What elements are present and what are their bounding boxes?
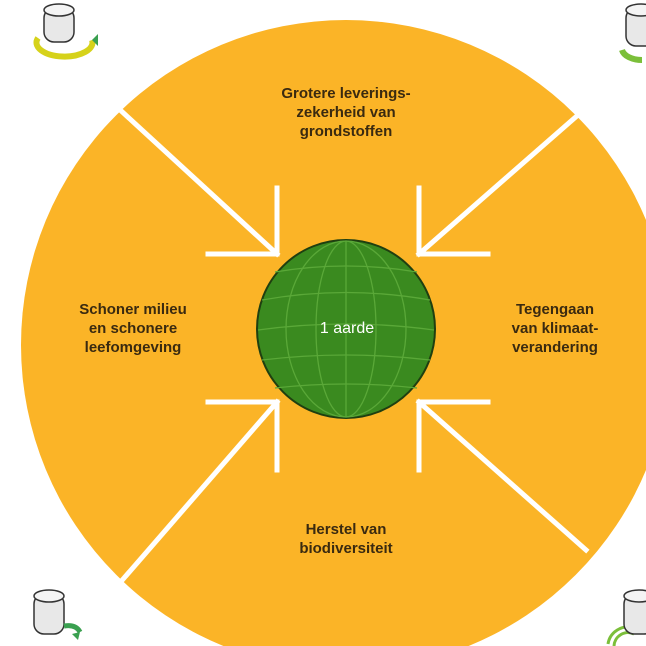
arrow-top-right bbox=[415, 104, 590, 258]
earth-globe bbox=[256, 239, 436, 419]
rotate-knob-icon bbox=[33, 3, 98, 60]
label-line: grondstoffen bbox=[299, 123, 393, 140]
segment-label-left: Schoner milieu en schonere leefomgeving bbox=[58, 300, 208, 357]
label-line: Schoner milieu bbox=[79, 301, 187, 318]
label-line: Herstel van bbox=[305, 521, 387, 538]
label-line: zekerheid van bbox=[296, 104, 396, 121]
rotate-knob-icon bbox=[33, 589, 83, 640]
segment-label-bottom: Herstel van biodiversiteit bbox=[266, 520, 426, 558]
arrow-bottom-right bbox=[415, 398, 590, 554]
segment-label-right: Tegengaan van klimaat- verandering bbox=[480, 300, 630, 357]
label-line: en schonere bbox=[88, 320, 178, 337]
label-line: verandering bbox=[512, 339, 598, 356]
earth-label: 1 aarde bbox=[319, 320, 375, 337]
label-line: biodiversiteit bbox=[299, 540, 393, 557]
arrow-bottom-left bbox=[114, 398, 281, 589]
segment-label-top: Grotere leverings- zekerheid van grondst… bbox=[246, 84, 446, 141]
arrow-top-left bbox=[114, 104, 281, 258]
label-line: van klimaat- bbox=[511, 320, 599, 337]
rotate-knob-icon bbox=[619, 3, 646, 64]
label-line: Grotere leverings- bbox=[281, 85, 411, 102]
label-line: Tegengaan bbox=[515, 301, 595, 318]
label-line: leefomgeving bbox=[84, 339, 182, 356]
rotate-knob-icon bbox=[606, 589, 646, 646]
